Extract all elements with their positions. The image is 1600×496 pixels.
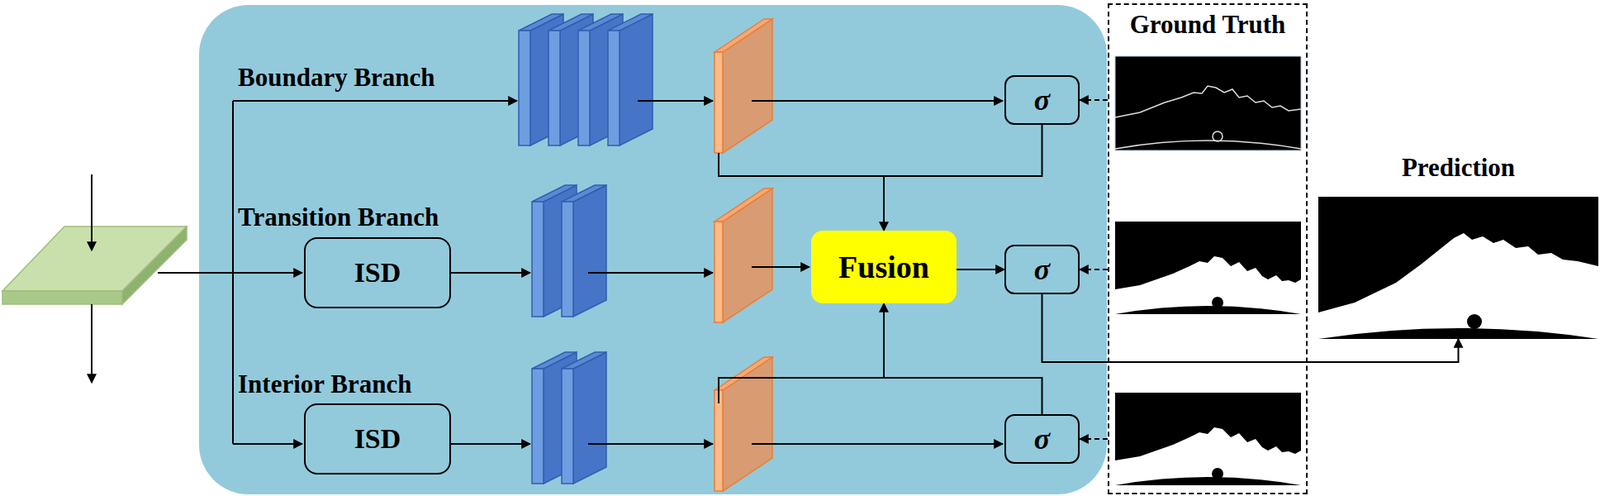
process-box: ISD [303, 403, 452, 475]
sigmoid-box: σ [1004, 413, 1080, 464]
connector-arrow [883, 303, 1043, 414]
feature-layer [531, 368, 544, 484]
feature-layer [619, 14, 653, 146]
connector-arrow [1042, 294, 1459, 362]
feature-layer [548, 30, 561, 146]
supervision-arrow [1079, 437, 1108, 440]
supervision-arrow [1079, 99, 1108, 101]
output-layer [722, 18, 773, 153]
network-panel [199, 4, 1107, 494]
output-layer [714, 221, 723, 323]
feature-layer [560, 14, 594, 146]
box-label: σ [1034, 82, 1050, 118]
feature-layer [607, 30, 620, 146]
input-tensor [122, 226, 187, 304]
output-layer [714, 188, 773, 222]
feature-layer [573, 185, 607, 317]
wires [91, 100, 1003, 444]
connector-arrow [883, 124, 1043, 231]
box-label: Fusion [838, 248, 930, 285]
feature-layer [543, 185, 577, 317]
feature-layer [607, 14, 653, 31]
fusion-box: Fusion [811, 230, 957, 304]
branch-label: Transition Branch [237, 202, 439, 233]
feature-layer [531, 201, 544, 317]
prediction-panel: Prediction [1318, 152, 1599, 339]
branch-label: Boundary Branch [237, 62, 436, 93]
prediction-image [1318, 196, 1599, 339]
feature-layer [578, 30, 590, 146]
sigmoid-box: σ [1004, 75, 1080, 125]
sigmoid-box: σ [1004, 244, 1080, 295]
output-layer [714, 389, 723, 491]
input-tensor [2, 290, 123, 304]
ground-truth-image [1115, 221, 1301, 314]
box-label: ISD [354, 422, 402, 455]
feature-layer [543, 351, 577, 484]
feature-layer [530, 14, 564, 146]
feature-layer [561, 351, 607, 369]
branch-label: Interior Branch [237, 369, 412, 399]
feature-layer [518, 30, 531, 146]
box-label: σ [1034, 421, 1050, 456]
feature-layer [561, 368, 574, 484]
supervision-arrow [1079, 268, 1108, 271]
feature-layer [573, 351, 607, 484]
panel-heading: Prediction [1401, 152, 1515, 183]
ground-truth-frame: Ground Truth [1107, 3, 1308, 494]
process-box: ISD [303, 237, 452, 309]
panel-heading: Ground Truth [1129, 9, 1287, 40]
output-layer [714, 356, 773, 390]
box-label: ISD [354, 256, 402, 289]
feature-layer [589, 14, 623, 146]
ground-truth-image [1115, 56, 1301, 151]
box-label: σ [1034, 251, 1050, 287]
output-layer [714, 52, 723, 153]
feature-layer [561, 201, 574, 317]
output-layer [722, 188, 773, 323]
output-layer [714, 18, 773, 53]
feature-layer [561, 185, 607, 202]
connector-arrow [956, 268, 1005, 271]
ground-truth-image [1115, 392, 1301, 485]
